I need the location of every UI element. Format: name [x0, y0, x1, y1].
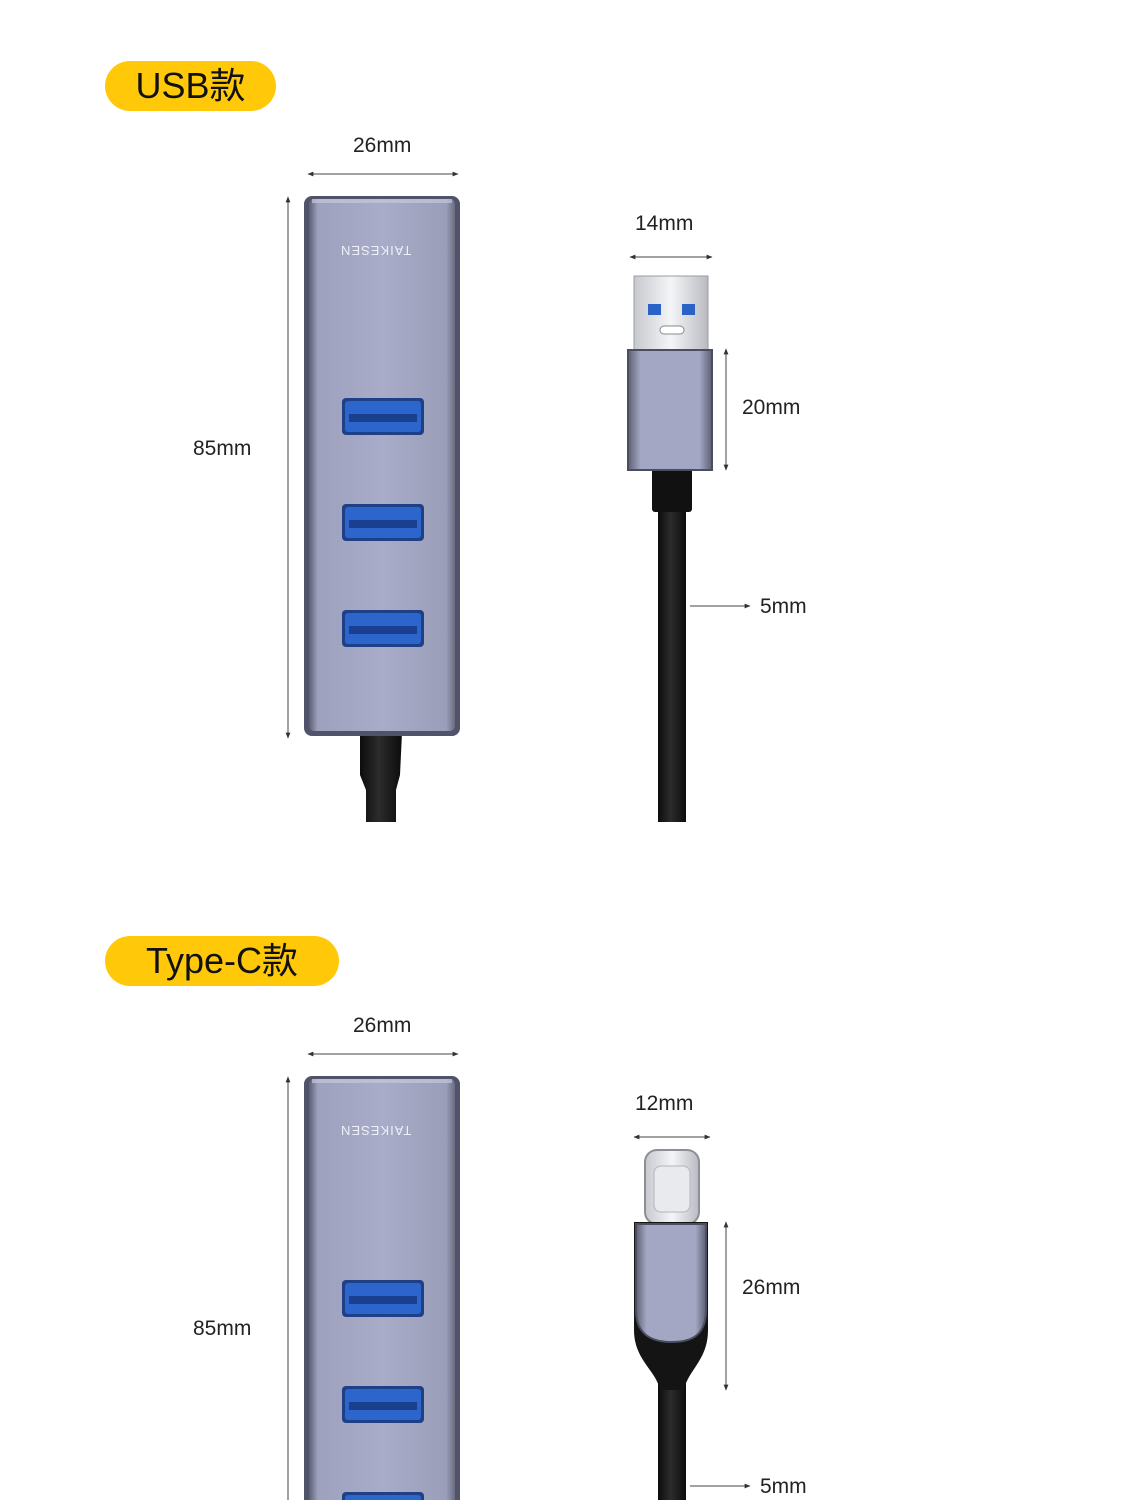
hub-brand-label: TAIKESEN	[340, 1123, 412, 1138]
cable-diameter-label: 5mm	[760, 595, 807, 618]
plug-length-label: 20mm	[742, 396, 801, 419]
usb-port-2	[342, 1386, 424, 1423]
plug-width-label: 14mm	[635, 212, 694, 235]
plug-length-label: 26mm	[742, 1276, 801, 1299]
usb-port-2	[342, 504, 424, 541]
usb-version-badge: USB款	[105, 61, 276, 111]
type-c-version-badge: Type-C款	[105, 936, 339, 986]
usb-a-plug	[627, 275, 713, 822]
hub-cable	[360, 733, 402, 822]
hub-body	[304, 196, 460, 736]
hub-width-label: 26mm	[353, 134, 412, 157]
plug-width-label: 12mm	[635, 1092, 694, 1115]
hub-width-label: 26mm	[353, 1014, 412, 1037]
hub-length-label: 85mm	[193, 437, 252, 460]
type-c-plug	[634, 1149, 708, 1500]
cable-diameter-label: 5mm	[760, 1475, 807, 1498]
type-c-version-section: Type-C款	[0, 880, 1132, 1500]
usb-port-1	[342, 398, 424, 435]
usb-version-illustration	[285, 171, 751, 822]
usb-port-1	[342, 1280, 424, 1317]
hub-length-label: 85mm	[193, 1317, 252, 1340]
usb-port-3	[342, 1492, 424, 1500]
usb-port-3	[342, 610, 424, 647]
hub-brand-label: TAIKESEN	[340, 243, 412, 258]
type-c-version-illustration	[285, 1051, 751, 1500]
usb-version-section: USB款	[105, 61, 807, 822]
